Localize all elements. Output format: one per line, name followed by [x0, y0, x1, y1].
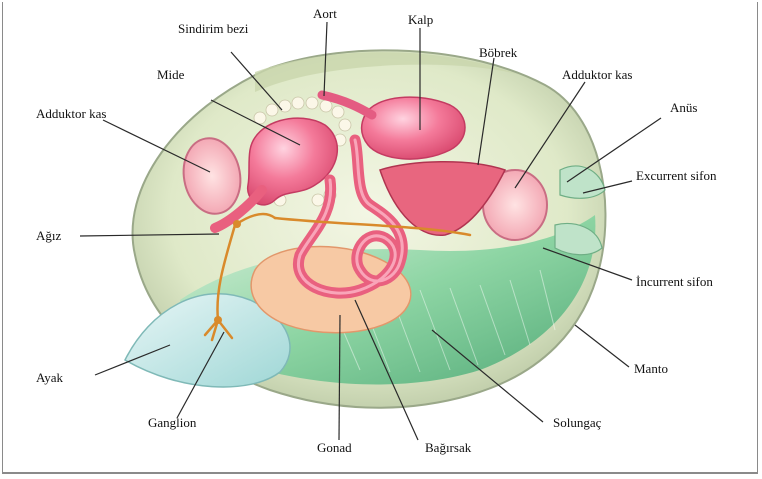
- label-manto: Manto: [634, 362, 668, 376]
- label-kalp: Kalp: [408, 13, 433, 27]
- heart: [362, 97, 465, 159]
- label-ayak: Ayak: [36, 371, 63, 385]
- label-bagirsak: Bağırsak: [425, 441, 471, 455]
- label-ganglion: Ganglion: [148, 416, 196, 430]
- label-solungac: Solungaç: [553, 416, 601, 430]
- label-agiz: Ağız: [36, 229, 61, 243]
- label-aort: Aort: [313, 7, 337, 21]
- ganglion-node: [214, 316, 222, 324]
- label-gonad: Gonad: [317, 441, 352, 455]
- cerebral-ganglion-node: [233, 220, 241, 228]
- label-mide: Mide: [157, 68, 184, 82]
- label-excurrent-sifon: Excurrent sifon: [636, 169, 717, 183]
- label-anus: Anüs: [670, 101, 697, 115]
- label-bobrek: Böbrek: [479, 46, 517, 60]
- label-incurrent-sifon: İncurrent sifon: [636, 275, 713, 289]
- label-adduktor-kas-right: Adduktor kas: [562, 68, 632, 82]
- label-sindirim-bezi: Sindirim bezi: [178, 22, 248, 36]
- label-adduktor-kas-left: Adduktor kas: [36, 107, 106, 121]
